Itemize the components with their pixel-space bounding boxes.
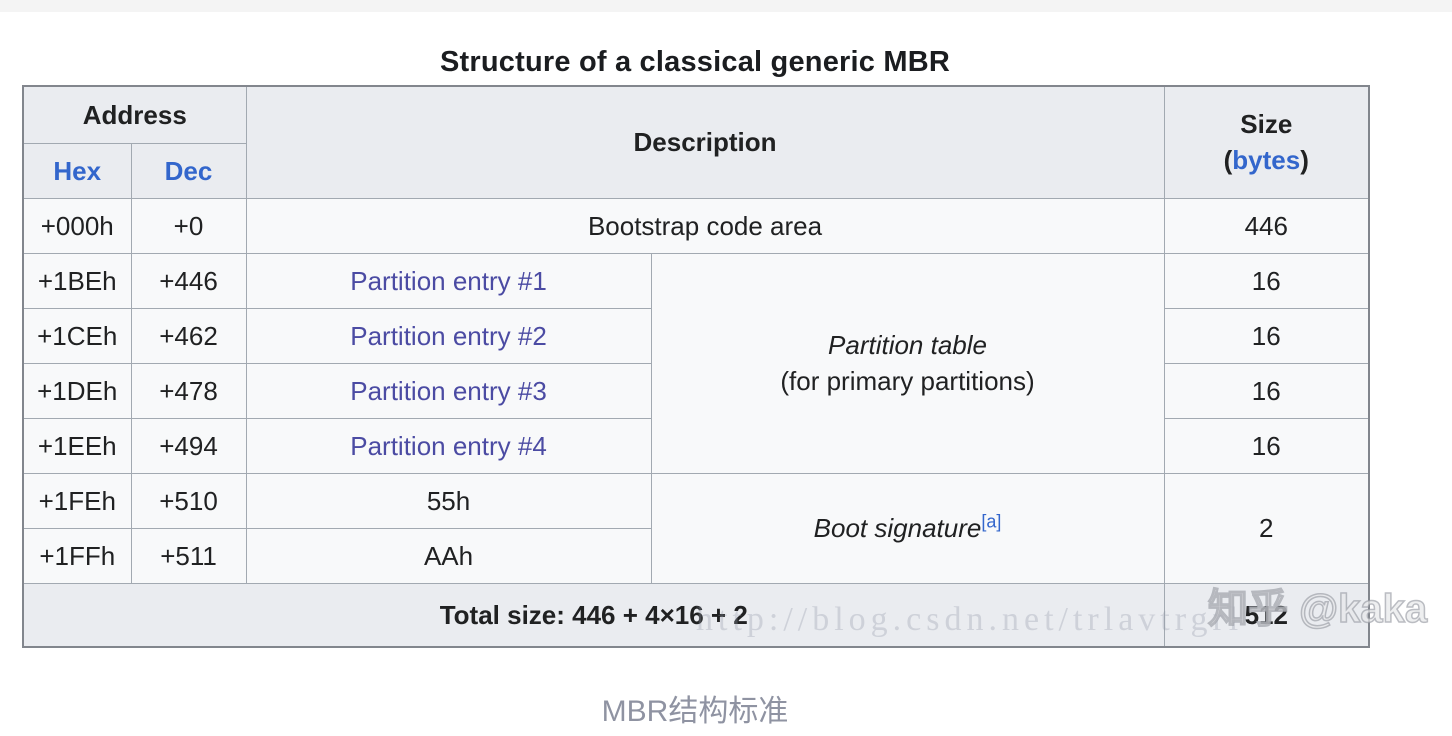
table-row-partition-4: +1EEh +494 Partition entry #4 16 [22,418,1370,474]
dec-cell: +0 [130,198,247,254]
dec-cell: +446 [130,253,247,309]
description-header: Description [245,85,1165,199]
bytes-open-paren: ( [1223,144,1233,175]
hex-cell: +1EEh [22,418,132,474]
partition-entry-cell: Partition entry #2 [245,308,652,364]
bootstrap-desc-cell: Bootstrap code area [245,198,1165,254]
partition-entry-2-link[interactable]: Partition entry #2 [350,320,547,351]
dec-cell: +511 [130,528,247,584]
dec-header-link[interactable]: Dec [164,155,213,186]
total-label-cell: Total size: 446 + 4×16 + 2 [22,583,1165,648]
partition-entry-4-link[interactable]: Partition entry #4 [350,430,547,461]
total-size-cell: 512 [1163,583,1370,648]
dec-header: Dec [130,143,247,199]
hex-header-link[interactable]: Hex [53,155,102,186]
partition-entry-1-link[interactable]: Partition entry #1 [350,265,547,296]
size-header-word: Size [1240,109,1293,140]
boot-signature-size-cell: 2 [1163,473,1370,584]
table-row-bootstrap: +000h +0 Bootstrap code area 446 [22,198,1370,254]
table-row-boot-sig-aa: +1FFh +511 AAh [22,528,1369,584]
size-cell: 16 [1163,253,1370,309]
partition-table-label: Partition table [828,330,987,361]
image-caption: MBR结构标准 [601,695,789,728]
hex-cell: +1CEh [22,308,132,364]
dec-cell: +510 [130,473,247,529]
table-row-boot-sig-55: +1FEh +510 55h Boot signature[a] 2 [22,473,1370,584]
size-cell: 16 [1163,363,1370,419]
address-header: Address [22,85,247,144]
hex-header: Hex [22,143,132,199]
sig-byte-cell: 55h [245,473,652,529]
footnote-a-link[interactable]: [a] [981,511,1002,532]
bytes-link[interactable]: bytes [1232,144,1301,175]
size-cell: 446 [1163,198,1370,254]
dec-cell: +494 [130,418,247,474]
hex-cell: +1FEh [22,473,132,529]
size-cell: 16 [1163,418,1370,474]
size-header: Size (bytes) [1163,85,1370,199]
hex-cell: +000h [22,198,132,254]
size-cell: 16 [1163,308,1370,364]
top-page-strip [0,0,1452,12]
dec-cell: +462 [130,308,247,364]
hex-cell: +1BEh [22,253,132,309]
partition-entry-cell: Partition entry #1 [245,253,652,309]
sig-byte-cell: AAh [245,528,652,584]
partition-entry-3-link[interactable]: Partition entry #3 [350,375,547,406]
table-row-partition-1: +1BEh +446 Partition entry #1 Partition … [22,253,1370,474]
bytes-close-paren: ) [1300,144,1309,175]
hex-cell: +1DEh [22,363,132,419]
mbr-structure-table: Address Description Size (bytes) Hex Dec… [22,85,1371,648]
boot-signature-label: Boot signature [813,513,982,543]
table-row-partition-2: +1CEh +462 Partition entry #2 16 [22,308,1370,364]
partition-table-sublabel: (for primary partitions) [780,365,1035,396]
partition-entry-cell: Partition entry #4 [245,418,652,474]
partition-table-cell: Partition table (for primary partitions) [650,253,1165,474]
boot-signature-cell: Boot signature[a] [650,473,1165,584]
dec-cell: +478 [130,363,247,419]
partition-entry-cell: Partition entry #3 [245,363,652,419]
page-title: Structure of a classical generic MBR [439,46,951,78]
hex-cell: +1FFh [22,528,132,584]
table-row-partition-3: +1DEh +478 Partition entry #3 16 [22,363,1370,419]
table-row-total: Total size: 446 + 4×16 + 2 512 [22,583,1370,648]
